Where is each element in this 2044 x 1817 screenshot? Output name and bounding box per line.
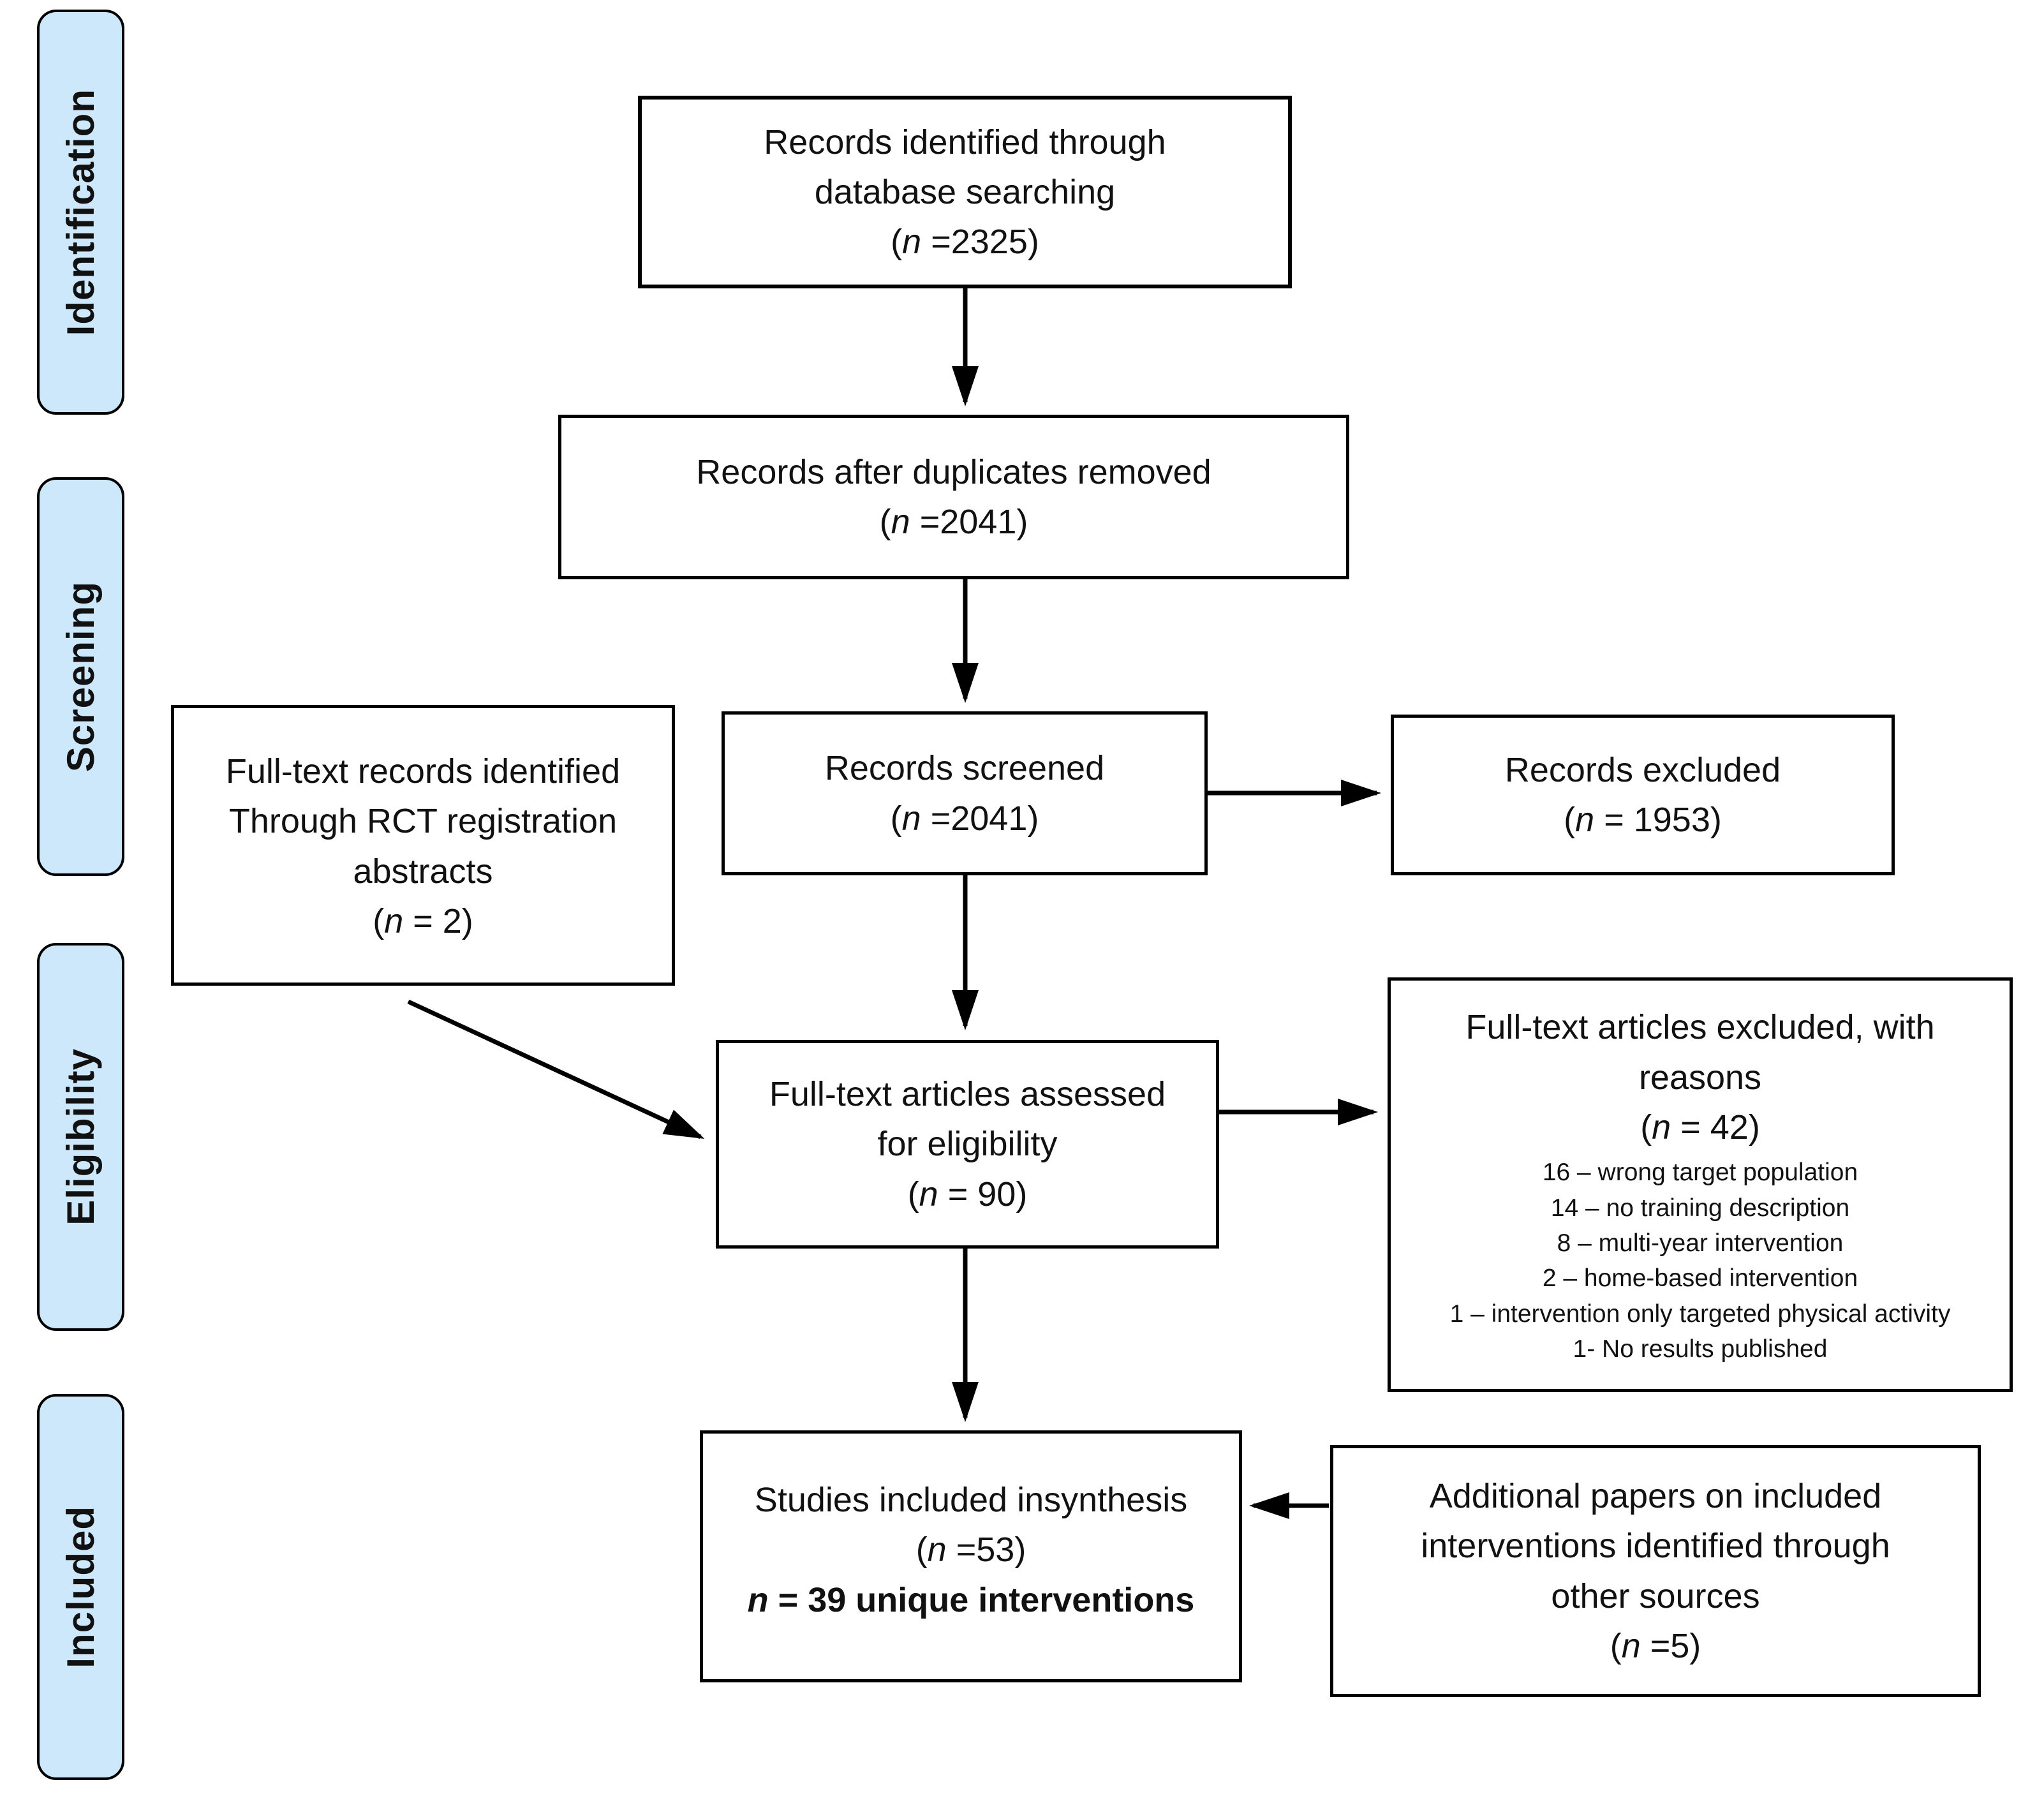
box-text: Records excluded [1504, 750, 1781, 789]
sidebar-item-label: Identification [59, 88, 102, 336]
box-text: Records screened [824, 749, 1105, 788]
exclusion-reason: 16 – wrong target population [1542, 1159, 1858, 1187]
count-line: (n =2041) [890, 799, 1039, 838]
box-records-excluded: Records excluded (n = 1953) [1391, 715, 1895, 875]
box-text: Studies included insynthesis [754, 1481, 1188, 1519]
box-text: interventions identified through [1421, 1527, 1890, 1566]
box-text: Through RCT registration [228, 802, 618, 841]
box-fulltext-assessed: Full-text articles assessed for eligibil… [716, 1040, 1219, 1249]
box-text: Full-text articles excluded, with [1465, 1008, 1935, 1047]
box-fulltext-records-identified: Full-text records identified Through RCT… [171, 705, 675, 986]
box-text: Records after duplicates removed [696, 452, 1211, 491]
count-line: (n =2041) [879, 503, 1028, 541]
exclusion-reason: 8 – multi-year intervention [1557, 1229, 1844, 1257]
box-additional-papers: Additional papers on included interventi… [1330, 1445, 1981, 1697]
box-duplicates-removed: Records after duplicates removed (n =204… [558, 415, 1349, 579]
box-text: for eligibility [877, 1125, 1058, 1164]
count-line: (n = 1953) [1564, 801, 1722, 839]
sidebar-item-screening: Screening [37, 477, 124, 876]
arrow-fulltext-records-to-assessed [407, 999, 705, 1139]
box-text: Full-text records identified [225, 752, 621, 790]
exclusion-reason: 2 – home-based intervention [1542, 1264, 1858, 1293]
box-records-identified: Records identified through database sear… [638, 96, 1292, 288]
box-studies-included: Studies included insynthesis (n =53) n =… [700, 1430, 1242, 1682]
count-line: (n =2325) [891, 223, 1039, 262]
count-line: (n = 2) [373, 901, 473, 940]
box-text: Additional papers on included [1429, 1476, 1882, 1515]
sidebar-item-label: Eligibility [59, 1048, 102, 1226]
sidebar-item-eligibility: Eligibility [37, 943, 124, 1331]
sidebar-item-identification: Identification [37, 10, 124, 415]
box-records-screened: Records screened (n =2041) [722, 711, 1208, 875]
box-text: database searching [814, 172, 1116, 211]
unique-interventions-note: n = 39 unique interventions [747, 1580, 1195, 1619]
box-text: other sources [1551, 1576, 1760, 1615]
sidebar-item-included: Included [37, 1394, 124, 1780]
count-line: (n =5) [1610, 1626, 1701, 1665]
count-line: (n = 90) [907, 1175, 1028, 1213]
exclusion-reason: 1- No results published [1573, 1335, 1828, 1363]
exclusion-reason-list: 16 – wrong target population 14 – no tra… [1450, 1155, 1951, 1367]
box-fulltext-excluded-reasons: Full-text articles excluded, with reason… [1388, 977, 2013, 1392]
count-line: (n = 42) [1640, 1108, 1760, 1147]
exclusion-reason: 1 – intervention only targeted physical … [1449, 1300, 1951, 1328]
box-text: abstracts [353, 852, 493, 891]
exclusion-reason: 14 – no training description [1550, 1194, 1850, 1222]
sidebar-item-label: Screening [59, 581, 102, 773]
box-text: reasons [1638, 1058, 1762, 1097]
box-text: Full-text articles assessed [769, 1075, 1166, 1114]
count-line: (n =53) [915, 1531, 1026, 1569]
sidebar-item-label: Included [59, 1506, 102, 1668]
box-text: Records identified through [764, 122, 1166, 161]
